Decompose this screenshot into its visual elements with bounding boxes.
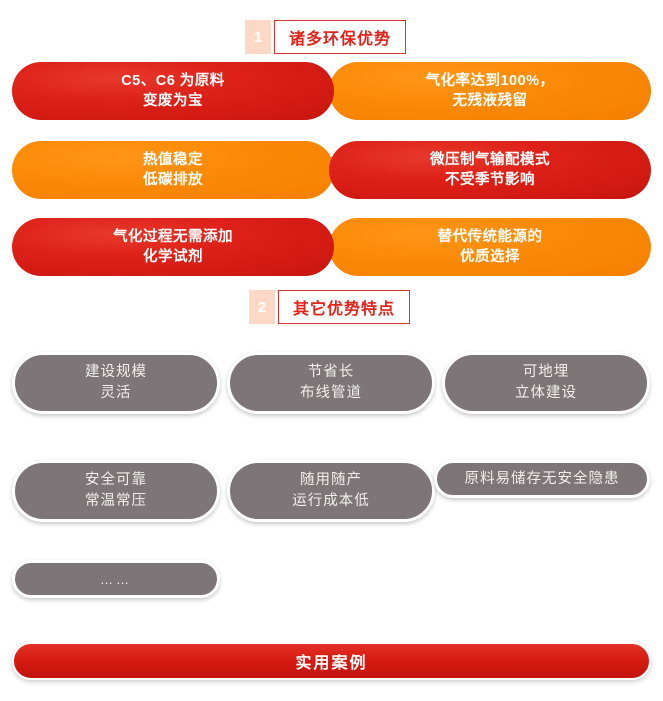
advantage-pill-5[interactable]: 气化过程无需添加 化学试剂 <box>12 218 334 276</box>
advantage-pill-4-line2: 不受季节影响 <box>445 172 535 188</box>
advantage-pill-1-line2: 变废为宝 <box>143 93 203 109</box>
footer-banner[interactable]: 实用案例 <box>12 642 651 680</box>
advantage-pill-1-line1: C5、C6 为原料 <box>121 73 225 89</box>
feature-pill-4-line2: 常温常压 <box>85 493 147 509</box>
section-title-box-1: 诸多环保优势 <box>274 20 407 54</box>
feature-pill-3-line2: 立体建设 <box>515 385 577 401</box>
advantage-pill-4[interactable]: 微压制气输配模式 不受季节影响 <box>329 141 651 199</box>
advantage-pill-2-line1: 气化率达到100%， <box>425 73 555 89</box>
feature-pill-3[interactable]: 可地埋 立体建设 <box>442 352 650 414</box>
feature-pill-3-line1: 可地埋 <box>522 363 570 380</box>
footer-banner-label: 实用案例 <box>295 655 368 672</box>
feature-pill-1-line2: 灵活 <box>100 385 132 401</box>
advantage-pill-6[interactable]: 替代传统能源的 优质选择 <box>329 218 651 276</box>
section-heading-2: 2 其它优势特点 <box>249 290 411 324</box>
section-heading-1: 1 诸多环保优势 <box>245 20 407 54</box>
feature-pill-2-line1: 节省长 <box>307 363 355 380</box>
advantage-pill-4-line1: 微压制气输配模式 <box>430 152 550 168</box>
feature-pill-7[interactable]: …… <box>12 560 220 598</box>
section-title-2: 其它优势特点 <box>293 301 396 318</box>
feature-pill-6-line1: 原料易储存无安全隐患 <box>464 470 620 487</box>
section-badge-2: 2 <box>249 290 275 324</box>
advantage-pill-5-line1: 气化过程无需添加 <box>113 229 233 245</box>
advantage-pill-3[interactable]: 热值稳定 低碳排放 <box>12 141 334 199</box>
advantage-pill-6-line2: 优质选择 <box>460 249 520 265</box>
feature-pill-5-line2: 运行成本低 <box>292 493 370 509</box>
advantage-pill-5-line2: 化学试剂 <box>143 249 203 265</box>
section-title-box-2: 其它优势特点 <box>278 290 411 324</box>
advantage-pill-2-line2: 无残液残留 <box>452 93 528 109</box>
feature-pill-2-line2: 布线管道 <box>300 385 362 401</box>
feature-pill-1-line1: 建设规模 <box>85 363 147 380</box>
feature-pill-5-line1: 随用随产 <box>300 471 362 488</box>
advantage-pill-3-line1: 热值稳定 <box>143 152 203 168</box>
feature-pill-1[interactable]: 建设规模 灵活 <box>12 352 220 414</box>
advantage-pill-1[interactable]: C5、C6 为原料 变废为宝 <box>12 62 334 120</box>
feature-pill-5[interactable]: 随用随产 运行成本低 <box>227 460 435 522</box>
advantage-pill-2[interactable]: 气化率达到100%， 无残液残留 <box>329 62 651 120</box>
section-title-1: 诸多环保优势 <box>289 31 392 48</box>
feature-pill-4[interactable]: 安全可靠 常温常压 <box>12 460 220 522</box>
feature-pill-7-line1: …… <box>100 571 132 587</box>
advantage-pill-3-line2: 低碳排放 <box>143 172 203 188</box>
feature-pill-4-line1: 安全可靠 <box>85 471 147 488</box>
advantage-pill-6-line1: 替代传统能源的 <box>437 229 543 245</box>
feature-pill-6[interactable]: 原料易储存无安全隐患 <box>434 460 650 498</box>
section-badge-1: 1 <box>245 20 271 54</box>
feature-pill-2[interactable]: 节省长 布线管道 <box>227 352 435 414</box>
